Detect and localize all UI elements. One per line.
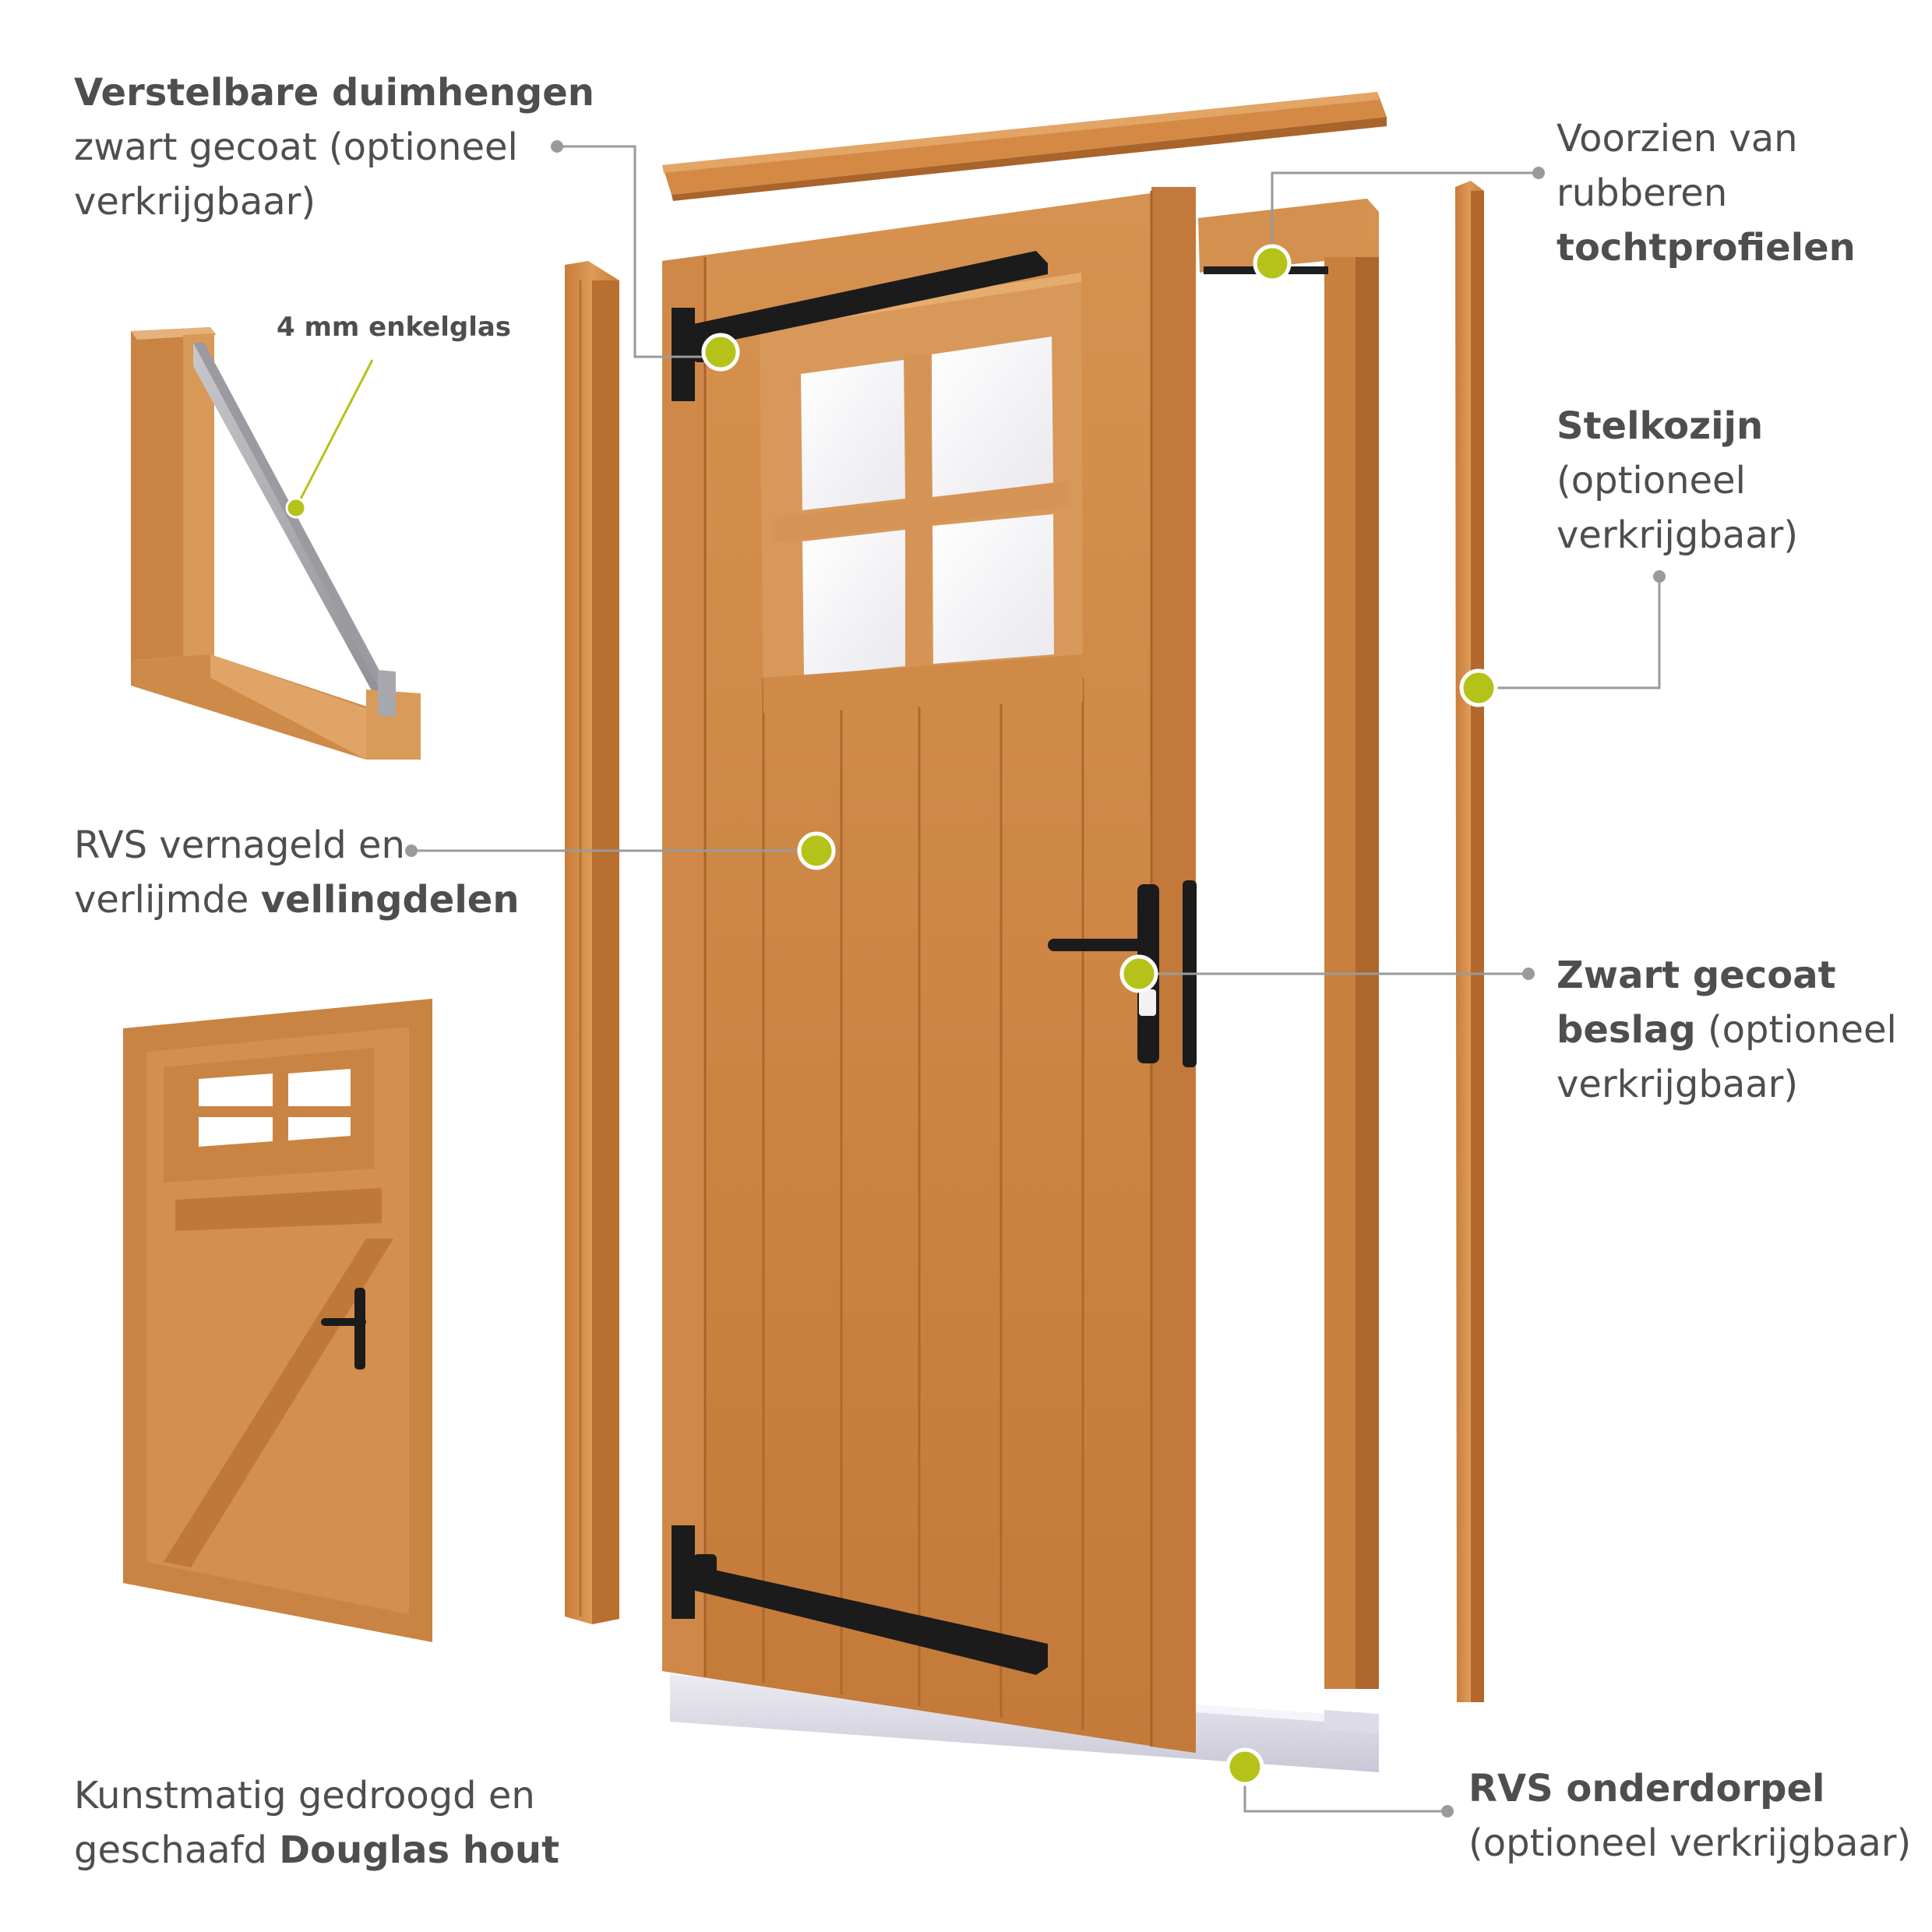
label-hinges: Verstelbare duimhengen zwart gecoat (opt… (74, 65, 594, 229)
label-hardware-bold2: beslag (1557, 1008, 1696, 1052)
label-wood-prefix: geschaafd (74, 1828, 280, 1872)
label-planks: RVS vernageld en verlijmde vellingdelen (74, 818, 520, 927)
bottom-hinge (672, 1525, 1048, 1675)
label-glass: 4 mm enkelglas (277, 312, 512, 343)
callout-dots (285, 244, 1498, 1786)
label-seals-line1: Voorzien van (1557, 117, 1798, 160)
main-door-leaf (662, 187, 1196, 1753)
callout-dot-hardware (1119, 954, 1158, 993)
label-planks-prefix: verlijmde (74, 878, 261, 922)
leader-lines (294, 145, 1661, 1813)
label-hardware-suffix: (optioneel (1695, 1008, 1897, 1052)
callout-dot-glass (285, 497, 307, 519)
left-frame-jamb (565, 261, 619, 1624)
label-wood: Kunstmatig gedroogd en geschaafd Douglas… (74, 1768, 559, 1877)
callout-dot-threshold (1225, 1747, 1264, 1786)
label-hardware-line3: verkrijgbaar) (1557, 1063, 1799, 1106)
label-hardware: Zwart gecoat beslag (optioneel verkrijgb… (1557, 948, 1897, 1112)
label-frame-title: Stelkozijn (1557, 404, 1764, 448)
callout-dot-planks (797, 831, 836, 870)
callout-dot-seals (1253, 244, 1292, 283)
label-threshold-title: RVS onderdorpel (1468, 1767, 1825, 1810)
label-threshold-line2: (optioneel verkrijgbaar) (1468, 1821, 1912, 1865)
label-seals: Voorzien van rubberen tochtprofielen (1557, 111, 1856, 275)
leader-endpoints (405, 140, 1666, 1817)
top-frame-beam (662, 92, 1387, 201)
label-wood-line1: Kunstmatig gedroogd en (74, 1774, 535, 1817)
label-frame-line2: (optioneel (1557, 459, 1746, 502)
label-hinges-line3: verkrijgbaar) (74, 180, 316, 224)
door-thumbnail (123, 999, 432, 1642)
label-seals-line2: rubberen (1557, 171, 1728, 215)
label-frame: Stelkozijn (optioneel verkrijgbaar) (1557, 399, 1798, 562)
label-planks-bold: vellingdelen (260, 878, 520, 922)
callout-dot-frame (1459, 668, 1498, 707)
label-hinges-line2: zwart gecoat (optioneel (74, 125, 518, 169)
right-frame-stile (1455, 181, 1484, 1702)
label-threshold: RVS onderdorpel (optioneel verkrijgbaar) (1468, 1761, 1911, 1870)
label-hardware-bold1: Zwart gecoat (1557, 954, 1836, 997)
back-door-frame (1198, 199, 1379, 1689)
label-seals-bold: tochtprofielen (1557, 226, 1856, 270)
label-planks-line1: RVS vernageld en (74, 823, 405, 867)
label-hinges-title: Verstelbare duimhengen (74, 71, 594, 115)
callout-dot-hinges (701, 333, 740, 372)
label-wood-bold: Douglas hout (279, 1828, 560, 1872)
glazing-cross-section (131, 327, 421, 760)
label-frame-line3: verkrijgbaar) (1557, 513, 1799, 557)
